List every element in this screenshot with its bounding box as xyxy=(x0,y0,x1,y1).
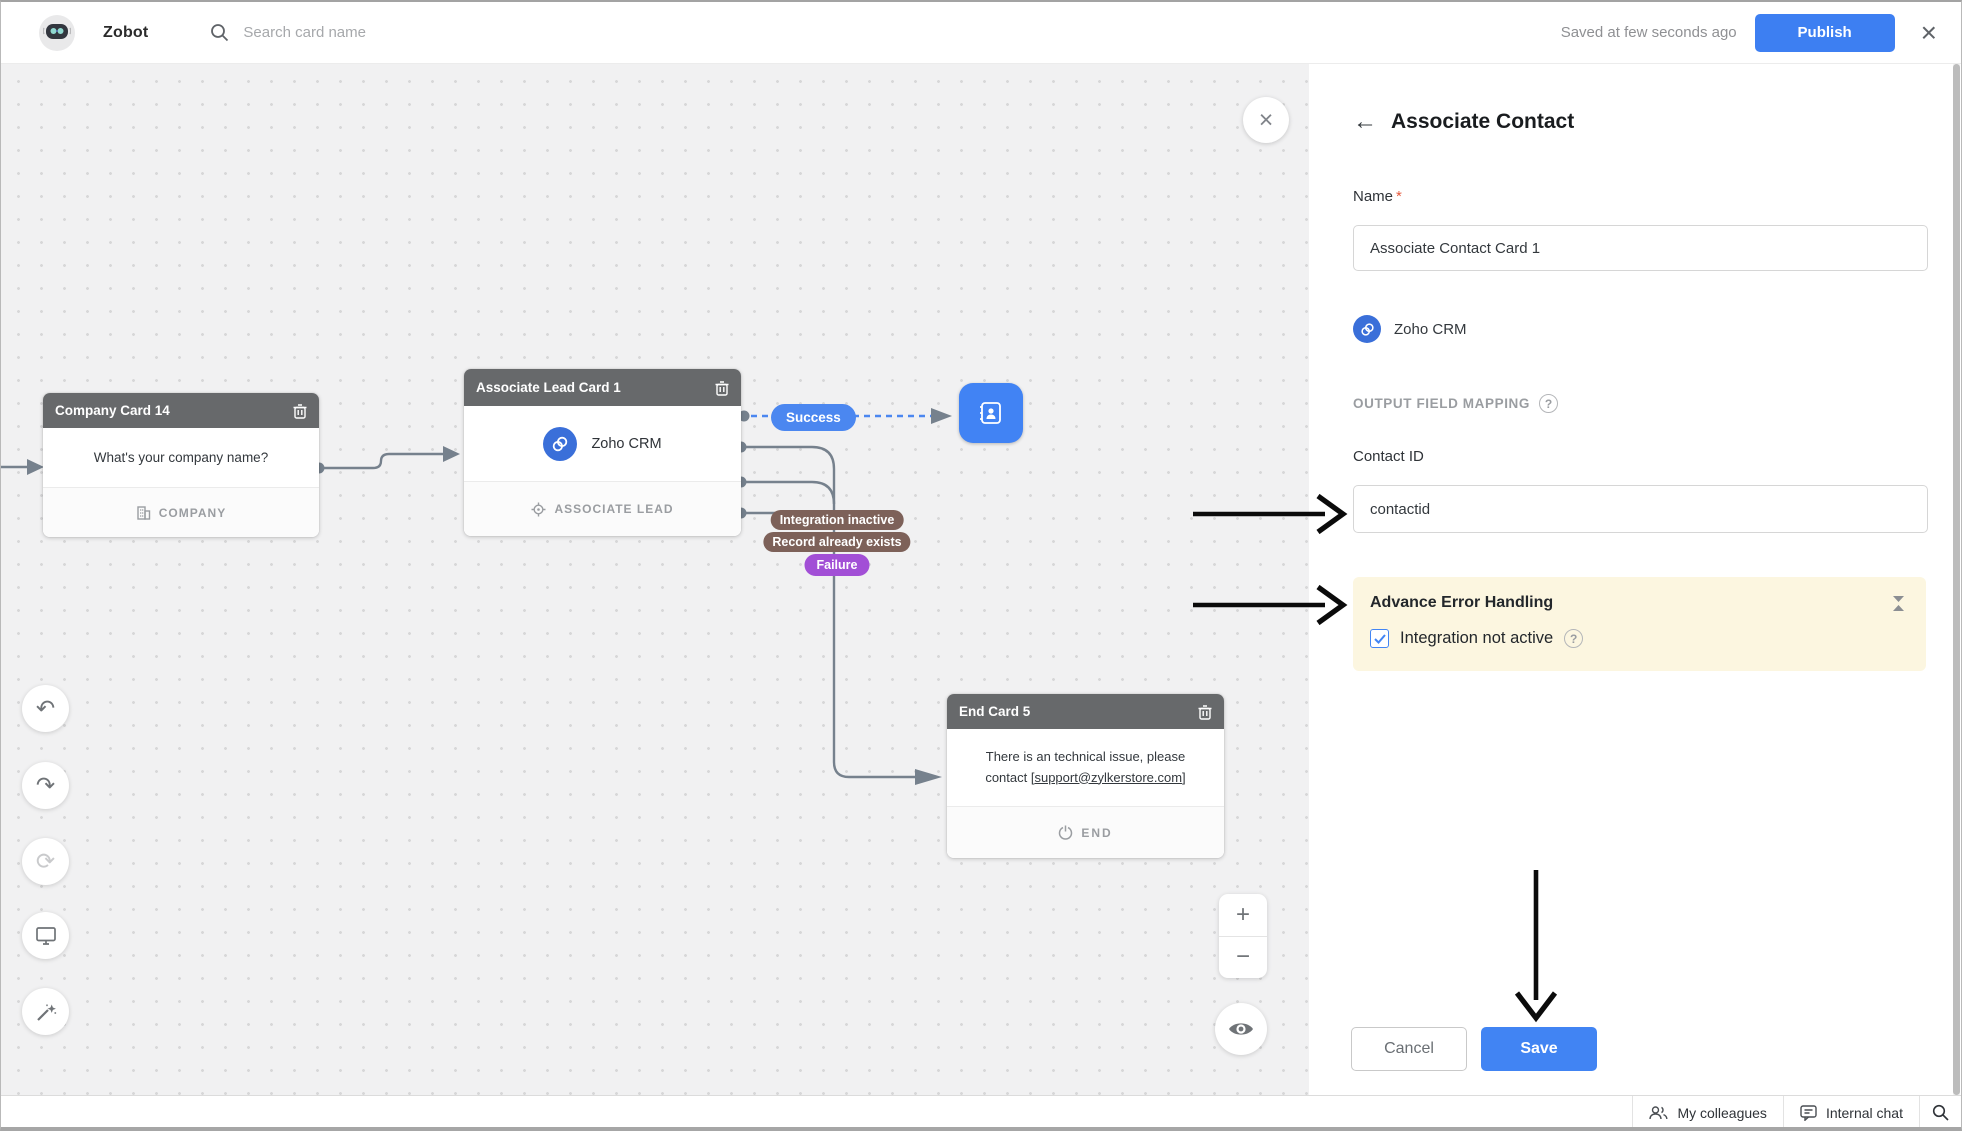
bot-avatar xyxy=(39,15,75,51)
associate-contact-node[interactable] xyxy=(959,383,1023,443)
integration-row: Zoho CRM xyxy=(1353,315,1467,343)
company-card-type: COMPANY xyxy=(43,487,319,537)
contact-id-label: Contact ID xyxy=(1353,448,1424,465)
search-input[interactable] xyxy=(243,24,503,41)
zoom-controls: + − xyxy=(1219,894,1267,978)
close-icon: × xyxy=(1259,106,1274,135)
zoho-crm-icon xyxy=(543,427,577,461)
end-card-message: There is an technical issue, please cont… xyxy=(947,729,1224,806)
save-button[interactable]: Save xyxy=(1481,1027,1597,1071)
integration-inactive-badge: Integration inactive xyxy=(771,510,904,530)
end-card-header[interactable]: End Card 5 xyxy=(947,694,1224,729)
search-icon xyxy=(1932,1104,1949,1121)
delete-icon[interactable] xyxy=(715,380,729,396)
integration-name: Zoho CRM xyxy=(1394,321,1467,338)
my-colleagues-button[interactable]: My colleagues xyxy=(1632,1096,1783,1129)
end-card-type: END xyxy=(947,806,1224,858)
company-card-header[interactable]: Company Card 14 xyxy=(43,393,319,428)
support-email-link[interactable]: support@zylkerstore.com xyxy=(1034,770,1182,785)
statusbar-search-button[interactable] xyxy=(1919,1096,1961,1129)
advance-error-handling-box: Advance Error Handling Integration no xyxy=(1353,577,1926,671)
zoho-crm-icon xyxy=(1353,315,1381,343)
undo-icon: ↶ xyxy=(36,695,55,722)
required-mark: * xyxy=(1396,188,1402,205)
magic-wand-button[interactable] xyxy=(22,988,69,1035)
check-icon xyxy=(1374,634,1386,644)
integration-not-active-checkbox[interactable] xyxy=(1370,629,1389,648)
preview-button[interactable] xyxy=(1215,1003,1267,1055)
delete-icon[interactable] xyxy=(293,403,307,419)
checkbox-label: Integration not active xyxy=(1400,629,1553,648)
associate-contact-panel: ← Associate Contact Name* xyxy=(1309,64,1961,1095)
plus-icon: + xyxy=(1236,901,1250,929)
canvas-close-button[interactable]: × xyxy=(1243,97,1289,143)
record-exists-badge: Record already exists xyxy=(763,532,910,552)
help-icon[interactable]: ? xyxy=(1539,394,1558,413)
panel-scrollbar[interactable] xyxy=(1953,64,1960,1095)
help-icon[interactable]: ? xyxy=(1564,629,1583,648)
power-icon xyxy=(1058,825,1073,840)
app-title: Zobot xyxy=(103,24,148,42)
failure-badge: Failure xyxy=(805,554,870,576)
internal-chat-button[interactable]: Internal chat xyxy=(1783,1096,1919,1129)
publish-button[interactable]: Publish xyxy=(1755,14,1895,52)
error-box-title: Advance Error Handling xyxy=(1370,594,1891,612)
statusbar: My colleagues Internal chat xyxy=(1,1095,1961,1129)
zoom-out-button[interactable]: − xyxy=(1219,937,1267,979)
delete-icon[interactable] xyxy=(1198,704,1212,720)
undo-button[interactable]: ↶ xyxy=(22,685,69,732)
sync-icon: ⟳ xyxy=(36,848,55,875)
zoom-in-button[interactable]: + xyxy=(1219,894,1267,936)
flow-connectors xyxy=(1,64,1309,1095)
company-card-title: Company Card 14 xyxy=(55,403,293,418)
name-label: Name* xyxy=(1353,188,1402,205)
eye-icon xyxy=(1228,1020,1254,1038)
building-icon xyxy=(136,505,151,520)
associate-lead-card-title: Associate Lead Card 1 xyxy=(476,380,715,395)
chat-icon xyxy=(1800,1105,1817,1121)
associate-lead-card[interactable]: Associate Lead Card 1 xyxy=(464,369,741,536)
integration-name: Zoho CRM xyxy=(591,436,661,452)
card-search[interactable] xyxy=(210,23,503,42)
target-icon xyxy=(531,502,546,517)
output-field-mapping-section: OUTPUT FIELD MAPPING ? xyxy=(1353,394,1558,413)
associate-lead-card-type: ASSOCIATE LEAD xyxy=(464,481,741,536)
name-input[interactable] xyxy=(1353,225,1928,271)
redo-button[interactable]: ↷ xyxy=(22,762,69,809)
company-card-question: What's your company name? xyxy=(43,428,319,487)
success-badge: Success xyxy=(771,404,856,431)
redo-icon: ↷ xyxy=(36,772,55,799)
screen-view-button[interactable] xyxy=(22,912,69,959)
contact-card-icon xyxy=(978,400,1004,426)
robot-icon xyxy=(43,22,71,44)
search-icon xyxy=(210,23,229,42)
back-button[interactable]: ← xyxy=(1353,110,1377,134)
company-card[interactable]: Company Card 14 What's your company name… xyxy=(43,393,319,537)
contact-id-input[interactable] xyxy=(1353,485,1928,533)
saved-status: Saved at few seconds ago xyxy=(1561,24,1737,41)
associate-lead-card-header[interactable]: Associate Lead Card 1 xyxy=(464,369,741,406)
end-card-title: End Card 5 xyxy=(959,704,1198,719)
cancel-button[interactable]: Cancel xyxy=(1351,1027,1467,1071)
panel-title: Associate Contact xyxy=(1391,110,1574,134)
monitor-icon xyxy=(35,926,57,946)
collapse-icon[interactable] xyxy=(1891,595,1906,612)
window-close-icon[interactable]: × xyxy=(1921,19,1937,47)
flow-canvas[interactable]: Company Card 14 What's your company name… xyxy=(1,64,1309,1095)
end-card[interactable]: End Card 5 There is an technical issue, … xyxy=(947,694,1224,858)
topbar: Zobot Saved at few seconds ago Publish × xyxy=(1,2,1961,64)
sync-button[interactable]: ⟳ xyxy=(22,838,69,885)
associate-lead-card-body: Zoho CRM xyxy=(464,406,741,481)
people-icon xyxy=(1649,1106,1668,1120)
magic-wand-icon xyxy=(35,1001,57,1023)
minus-icon: − xyxy=(1236,943,1250,971)
